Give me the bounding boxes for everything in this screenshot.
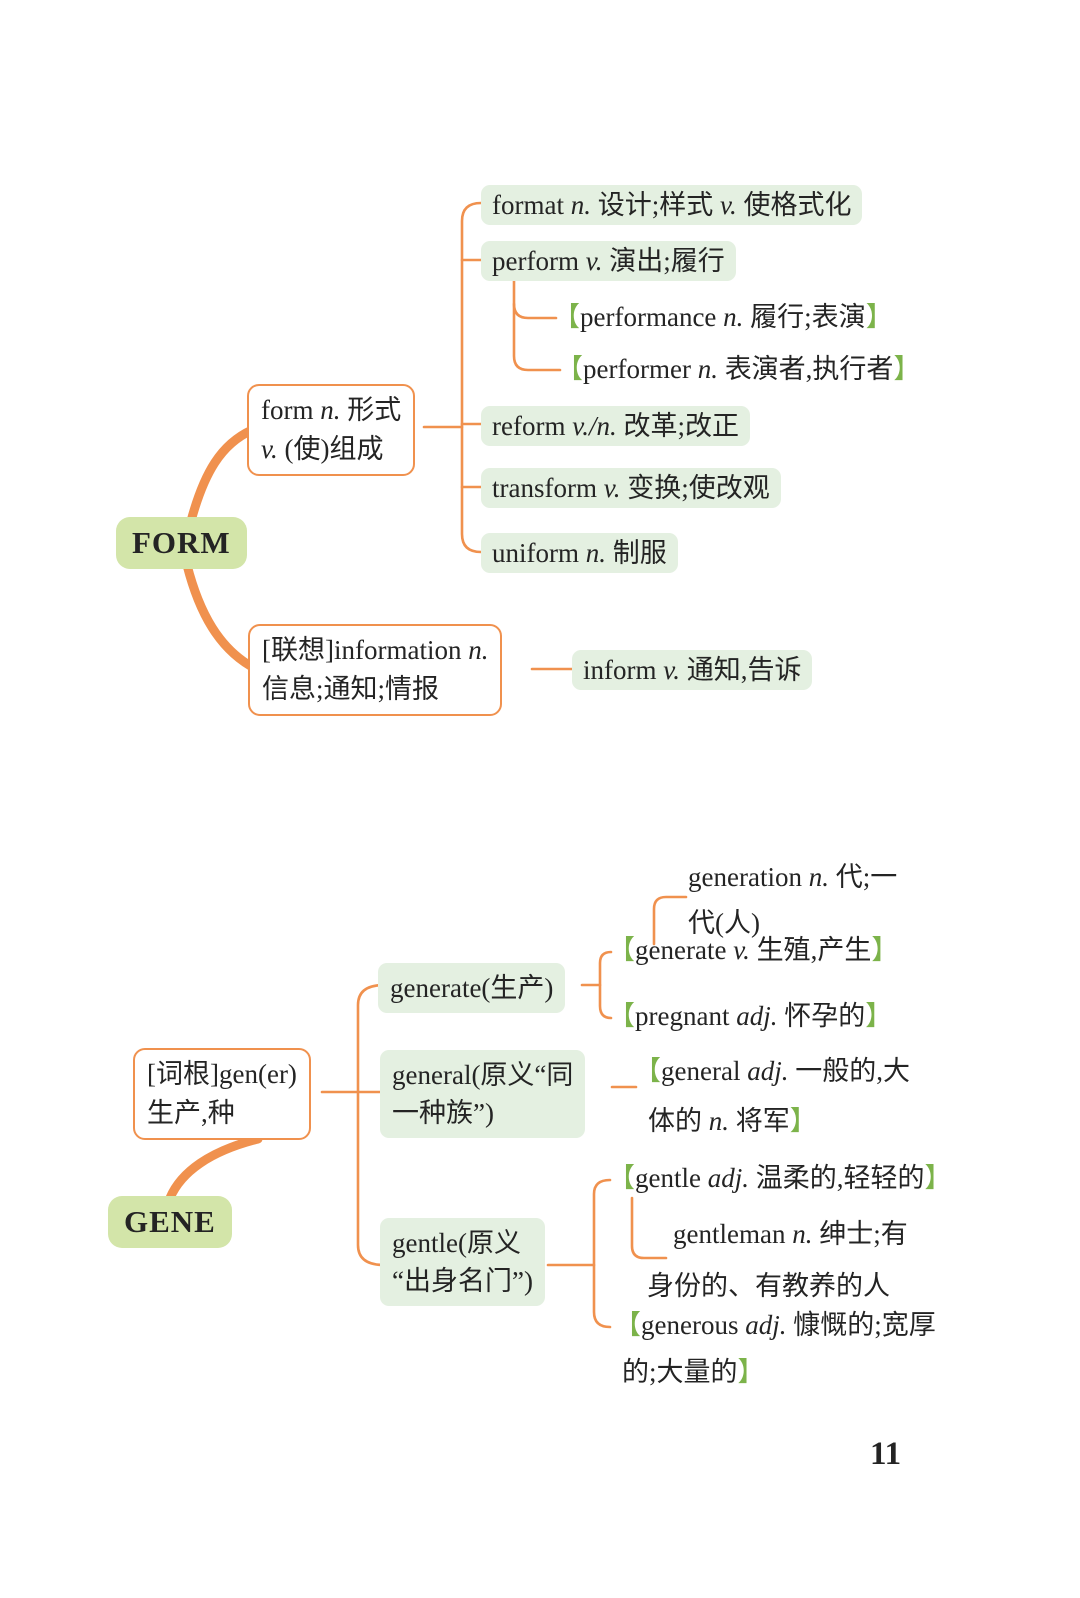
node-association-line2: 信息;通知;情报: [262, 674, 440, 704]
entry-general: 【general adj. 一般的,大 体的 n. 将军】: [634, 1046, 910, 1146]
node-association-information: [联想]information n. 信息;通知;情报: [248, 624, 503, 716]
entry-generation: generation n. 代;一 代(人): [688, 854, 897, 946]
bracket-close-icon: 】: [865, 1001, 893, 1031]
bracket-open-icon: 【: [634, 1056, 661, 1086]
node-gen-root-line2: 生产,种: [147, 1098, 235, 1128]
bracket-close-icon: 】: [865, 302, 893, 332]
entry-general-line2: 体的 n. 将军】: [648, 1106, 817, 1136]
bracket-close-icon: 】: [871, 935, 899, 965]
connector-gentleman-riser: [630, 1196, 668, 1260]
node-general-line1: general(原义“同: [392, 1060, 574, 1090]
node-gentle-line2: “出身名门”): [392, 1266, 533, 1296]
node-gen-root-line1: [词根]gen(er): [147, 1059, 297, 1089]
entry-uniform: uniform n. 制服: [481, 533, 678, 573]
root-node-form: FORM: [116, 517, 247, 569]
connector-generation-riser: [652, 895, 688, 946]
entry-gentleman: gentleman n. 绅士;有 身份的、有教养的人: [647, 1208, 908, 1312]
entry-generate: 【generate v. 生殖,产生】: [608, 935, 899, 965]
entry-generous: 【generous adj. 慷慨的;宽厚 的;大量的】: [614, 1302, 936, 1396]
bracket-close-icon: 】: [737, 1357, 765, 1387]
node-generate: generate(生产): [378, 963, 566, 1013]
entry-generation-line1: generation n. 代;一: [688, 862, 898, 892]
root-node-gene: GENE: [108, 1196, 232, 1248]
entry-gentle-adj: 【gentle adj. 温柔的,轻轻的】: [608, 1163, 952, 1193]
connector-gentle-subtrunk: [592, 1178, 612, 1329]
entry-performance: 【performance n. 履行;表演】: [553, 302, 893, 332]
bracket-open-icon: 【: [614, 1310, 641, 1340]
node-gen-root: [词根]gen(er) 生产,种: [133, 1048, 311, 1140]
entry-general-line1: 【general adj. 一般的,大: [634, 1056, 910, 1086]
entry-performer: 【performer n. 表演者,执行者】: [556, 354, 921, 384]
connector-root-form-upper: [186, 425, 257, 526]
bracket-open-icon: 【: [553, 302, 580, 332]
node-form: form n. 形式 v. (使)组成: [247, 384, 416, 476]
entry-pregnant: 【pregnant adj. 怀孕的】: [608, 1001, 893, 1031]
connector-gene-trunk: [356, 983, 386, 1267]
entry-transform: transform v. 变换;使改观: [481, 468, 781, 508]
connector-form-trunk: [460, 201, 483, 554]
entry-inform: inform v. 通知,告诉: [572, 650, 813, 690]
bracket-close-icon: 】: [789, 1106, 817, 1136]
bracket-open-icon: 【: [556, 354, 583, 384]
entry-generation-line2: 代(人): [688, 908, 760, 938]
node-general: general(原义“同 一种族”): [380, 1050, 586, 1138]
bracket-open-icon: 【: [608, 1001, 635, 1031]
connector-generate-subtrunk: [598, 950, 613, 1020]
entry-gentleman-line1: gentleman n. 绅士;有: [673, 1219, 908, 1249]
entry-generous-line2: 的;大量的】: [622, 1357, 765, 1387]
entry-format: format n. 设计;样式 v. 使格式化: [481, 185, 863, 225]
node-form-line2: v. (使)组成: [261, 434, 384, 464]
entry-perform: perform v. 演出;履行: [481, 241, 736, 281]
connector-root-form-lower: [182, 560, 261, 674]
connector-root-gene: [165, 1134, 263, 1203]
entry-reform: reform v./n. 改革;改正: [481, 406, 750, 446]
connector-perform-subtrunk-performer: [512, 302, 562, 372]
node-gentle: gentle(原义 “出身名门”): [380, 1218, 545, 1306]
entry-generous-line1: 【generous adj. 慷慨的;宽厚: [614, 1310, 936, 1340]
node-form-line1: form n. 形式: [261, 395, 402, 425]
bracket-open-icon: 【: [608, 935, 635, 965]
bracket-close-icon: 】: [924, 1163, 952, 1193]
node-association-line1: [联想]information n.: [262, 635, 489, 665]
node-gentle-line1: gentle(原义: [392, 1228, 521, 1258]
bracket-open-icon: 【: [608, 1163, 635, 1193]
page-number: 11: [870, 1436, 902, 1472]
node-general-line2: 一种族”): [392, 1098, 494, 1128]
entry-gentleman-line2: 身份的、有教养的人: [647, 1271, 890, 1301]
bracket-close-icon: 】: [893, 354, 921, 384]
connector-perform-subtrunk-performance: [512, 274, 558, 320]
